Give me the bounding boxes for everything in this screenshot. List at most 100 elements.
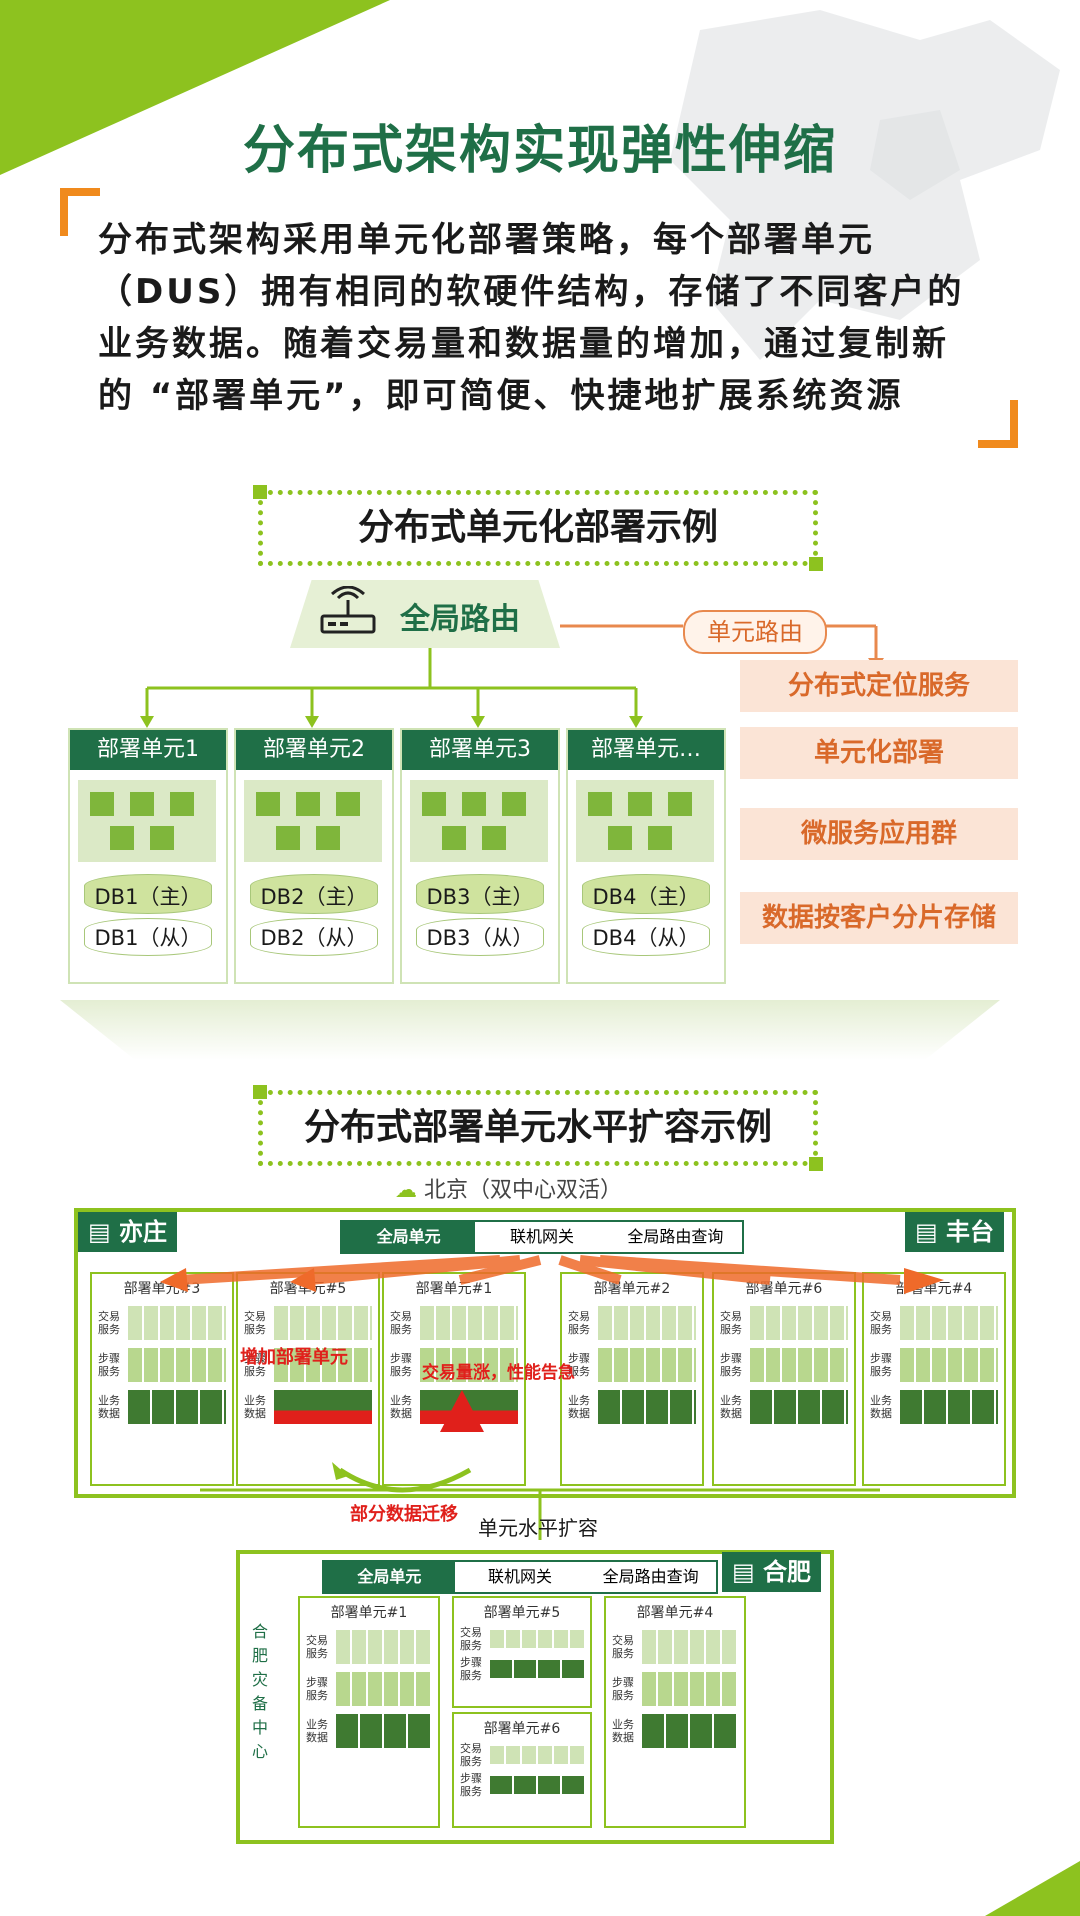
intro-line: 的 “部署单元”，即可简便、快捷地扩展系统资源 [98,376,904,416]
mini-unit-title: 部署单元#5 [269,1281,347,1297]
mini-unit: 部署单元#4 交易服务 步骤服务 业务数据 [862,1272,1006,1486]
row-label: 步骤服务 [720,1352,742,1378]
feature-sharding: 数据按客户分片存储 [740,892,1018,944]
router-icon [320,586,376,634]
db-replica: DB3（从） [416,918,544,956]
row-label: 步骤服务 [98,1352,120,1378]
global-unit: 全局单元 [342,1222,476,1252]
row-label: 交易服务 [460,1626,482,1652]
platform-shadow [60,1000,1000,1060]
row-label: 步骤服务 [460,1772,482,1798]
bracket-top-left [60,188,100,236]
intro-paragraph: 分布式架构采用单元化部署策略，每个部署单元 （DUS）拥有相同的软硬件结构，存储… [98,214,998,422]
hefei-label: ▤ 合肥 [722,1552,822,1592]
db-replica: DB2（从） [250,918,378,956]
deployment-unit-card: 部署单元3 DB3（主） DB3（从） [400,728,560,984]
row-label: 业务数据 [870,1394,892,1420]
traffic-arrows [160,1255,944,1540]
row-label: 步骤服务 [612,1676,634,1702]
mini-unit-title: 部署单元#6 [483,1721,561,1737]
yizhuang-label: ▤ 亦庄 [78,1212,178,1252]
intro-line: 业务数据。随着交易量和数据量的增加，通过复制新 [98,324,949,364]
section-title-text: 分布式部署单元水平扩容示例 [303,1107,772,1148]
row-label: 业务数据 [98,1394,120,1420]
db-primary: DB2（主） [250,874,378,914]
microservice-cubes-icon [244,780,382,862]
add-unit-label: 增加部署单元 [240,1347,348,1368]
bracket-bottom-right [978,400,1018,448]
feature-unit-deploy: 单元化部署 [740,727,1018,779]
mini-unit: 部署单元#1 交易服务 步骤服务 业务数据 [298,1596,440,1828]
mini-unit: 部署单元#6 交易服务 步骤服务 业务数据 [712,1272,856,1486]
mini-unit: 部署单元#2 交易服务 步骤服务 业务数据 [560,1272,704,1486]
row-label: 步骤服务 [390,1352,412,1378]
microservice-cubes-icon [410,780,548,862]
mini-unit: 部署单元#5 交易服务 步骤服务 [452,1596,592,1708]
global-route-query: 全局路由查询 [602,1567,699,1586]
db-primary: DB4（主） [582,874,710,914]
global-bar-beijing: 全局单元 联机网关 全局路由查询 [340,1220,744,1254]
intro-line: （DUS）拥有相同的软硬件结构，存储了不同客户的 [98,272,965,312]
mini-unit-title: 部署单元#6 [745,1281,823,1297]
row-label: 交易服务 [720,1310,742,1336]
unit-name: 部署单元2 [236,730,392,770]
server-icon: ▤ [915,1218,947,1246]
row-label: 交易服务 [460,1742,482,1768]
global-unit: 全局单元 [324,1562,455,1592]
mini-unit-title: 部署单元#4 [636,1605,714,1621]
deployment-unit-card: 部署单元1 DB1（主） DB1（从） [68,728,228,984]
warning-icon [440,1390,484,1432]
deployment-unit-card: 部署单元2 DB2（主） DB2（从） [234,728,394,984]
mini-unit-title: 部署单元#5 [483,1605,561,1621]
row-label: 步骤服务 [306,1676,328,1702]
mini-unit: 部署单元#1 交易服务 步骤服务 业务数据 [382,1272,526,1486]
db-primary: DB3（主） [416,874,544,914]
server-icon: ▤ [732,1558,764,1586]
db-replica: DB1（从） [84,918,212,956]
unit-route-badge: 单元路由 [683,610,827,654]
hefei-frame [236,1550,834,1844]
unit-name: 部署单元1 [70,730,226,770]
corner-decoration-top-left [0,0,390,175]
mini-unit-title: 部署单元#1 [415,1281,493,1297]
beijing-text: 北京（双中心双活） [424,1178,623,1203]
cloud-icon: ☁ [395,1178,424,1203]
row-label: 交易服务 [306,1634,328,1660]
online-gateway: 联机网关 [509,1227,574,1246]
intro-line: 分布式架构采用单元化部署策略，每个部署单元 [98,220,875,260]
feature-locator: 分布式定位服务 [740,660,1018,712]
unit-name: 部署单元… [568,730,724,770]
migrate-label: 部分数据迁移 [350,1504,458,1525]
row-label: 步骤服务 [870,1352,892,1378]
row-label: 步骤服务 [460,1656,482,1682]
microservice-cubes-icon [78,780,216,862]
microservice-cubes-icon [576,780,714,862]
mini-unit: 部署单元#4 交易服务 步骤服务 业务数据 [604,1596,746,1828]
fengtai-label: ▤ 丰台 [905,1212,1005,1252]
row-label: 交易服务 [390,1310,412,1336]
row-label: 业务数据 [568,1394,590,1420]
section-title-scaling: 分布式部署单元水平扩容示例 [253,1085,823,1171]
section-title-text: 分布式单元化部署示例 [357,507,718,548]
online-gateway: 联机网关 [488,1567,553,1586]
db-primary: DB1（主） [84,874,212,914]
row-label: 交易服务 [244,1310,266,1336]
mini-unit: 部署单元#6 交易服务 步骤服务 [452,1712,592,1828]
row-label: 交易服务 [870,1310,892,1336]
global-route-label: 全局路由 [400,602,520,637]
global-route-query: 全局路由查询 [627,1227,724,1246]
route-connectors [140,624,884,728]
mini-unit: 部署单元#3 交易服务 步骤服务 业务数据 [90,1272,234,1486]
row-label: 业务数据 [244,1394,266,1420]
row-label: 交易服务 [612,1634,634,1660]
row-label: 步骤服务 [244,1352,266,1378]
beijing-frame [74,1208,1016,1498]
section-title-deployment: 分布式单元化部署示例 [253,485,823,571]
row-label: 业务数据 [720,1394,742,1420]
unit-name: 部署单元3 [402,730,558,770]
scale-label: 单元水平扩容 [478,1516,598,1540]
row-label: 交易服务 [98,1310,120,1336]
map-background-decoration [670,10,1060,360]
server-icon: ▤ [88,1218,120,1246]
feature-microservices: 微服务应用群 [740,808,1018,860]
